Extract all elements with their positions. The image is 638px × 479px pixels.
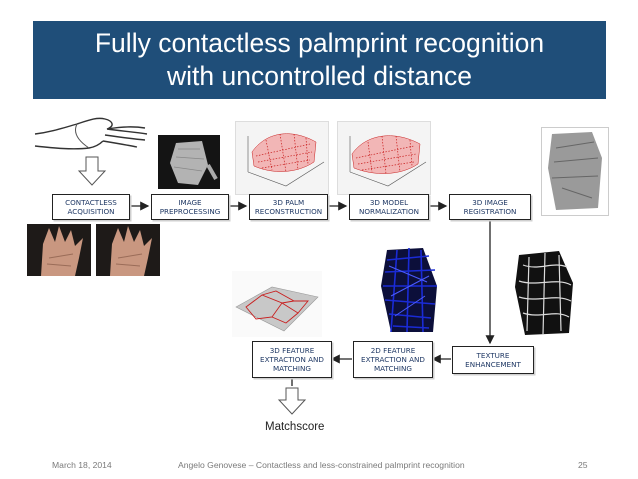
feature-3d-box: 3D FEATURE EXTRACTION AND MATCHING [252, 341, 332, 378]
hollow-arrow-down-bottom [279, 388, 305, 414]
image-registration-line1: 3D IMAGE [472, 198, 508, 207]
feature-3d-line3: MATCHING [273, 364, 311, 373]
palm-pointcloud-plot [235, 121, 329, 195]
texture-enhancement-line1: TEXTURE [477, 351, 510, 360]
texture-enhancement-line2: ENHANCEMENT [465, 360, 521, 369]
registered-palm-image [541, 127, 609, 216]
preprocessed-palm-image [158, 135, 220, 189]
contactless-acquisition-line1: CONTACTLESS [65, 198, 117, 207]
contactless-acquisition-box: CONTACTLESS ACQUISITION [52, 194, 130, 220]
image-registration-box: 3D IMAGE REGISTRATION [449, 194, 531, 220]
texture-enhancement-box: TEXTURE ENHANCEMENT [452, 346, 534, 374]
acquisition-photo-1 [27, 224, 91, 276]
model-normalization-box: 3D MODEL NORMALIZATION [349, 194, 429, 220]
feature-3d-line1: 3D FEATURE [270, 346, 315, 355]
hand-sketch-icon [33, 112, 153, 157]
matchscore-label: Matchscore [265, 421, 324, 433]
palm-reconstruction-line2: RECONSTRUCTION [255, 207, 322, 216]
acquisition-photo-2 [96, 224, 160, 276]
contactless-acquisition-line2: ACQUISITION [67, 207, 114, 216]
feature-2d-line1: 2D FEATURE [371, 346, 416, 355]
feature-2d-line3: MATCHING [374, 364, 412, 373]
palm-reconstruction-box: 3D PALM RECONSTRUCTION [249, 194, 328, 220]
image-preprocessing-line2: PREPROCESSING [160, 207, 221, 216]
feature-2d-line2: EXTRACTION AND [361, 355, 425, 364]
image-preprocessing-line1: IMAGE [178, 198, 201, 207]
palm-reconstruction-line1: 3D PALM [273, 198, 304, 207]
blue-feature-palm-image [379, 246, 439, 336]
model-normalization-line1: 3D MODEL [370, 198, 408, 207]
feature-3d-line2: EXTRACTION AND [260, 355, 324, 364]
image-registration-line2: REGISTRATION [464, 207, 517, 216]
feature-2d-box: 2D FEATURE EXTRACTION AND MATCHING [353, 341, 433, 378]
footer-date: March 18, 2014 [52, 460, 112, 470]
enhanced-texture-palm-image [513, 247, 577, 337]
hollow-arrow-down-top [79, 157, 105, 185]
footer-page-number: 25 [578, 460, 588, 470]
normalized-pointcloud-plot [337, 121, 431, 195]
footer-text: Angelo Genovese – Contactless and less-c… [178, 460, 465, 470]
model-normalization-line2: NORMALIZATION [359, 207, 419, 216]
image-preprocessing-box: IMAGE PREPROCESSING [151, 194, 229, 220]
mesh-feature-plot [232, 271, 322, 337]
